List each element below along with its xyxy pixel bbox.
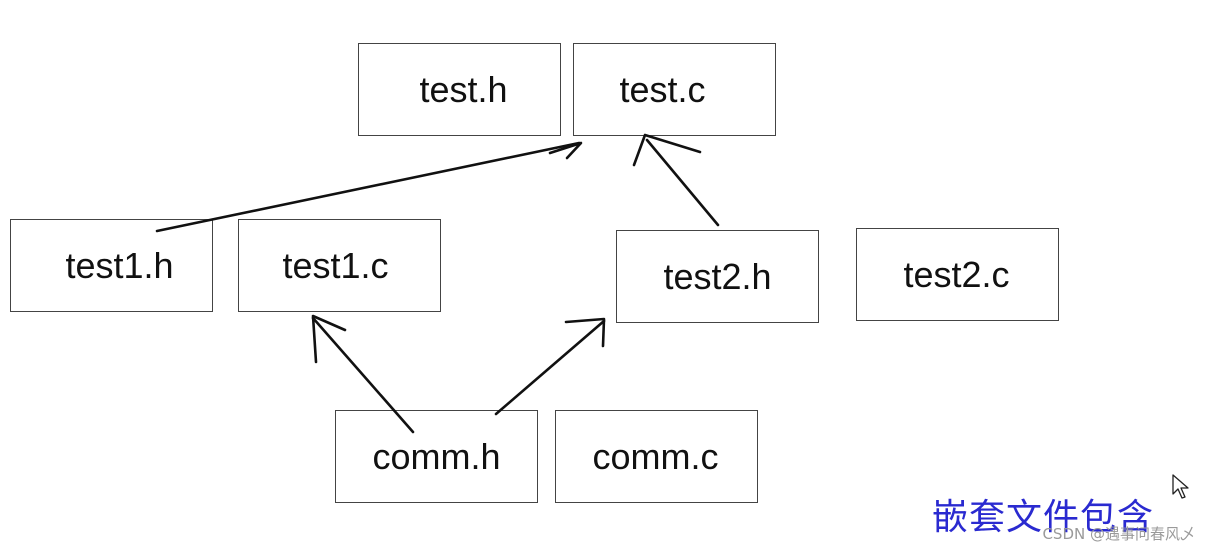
arrowhead-test1h-to-testc — [548, 141, 583, 160]
box-comm-c-label: comm.c — [592, 435, 719, 477]
box-test1-c: test1.c — [238, 219, 441, 312]
arrowhead-commh-to-test2h — [564, 317, 606, 348]
box-test2-h: test2.h — [616, 230, 819, 323]
box-comm-h: comm.h — [335, 410, 538, 503]
arrowhead-test2h-to-testc — [632, 133, 702, 167]
box-test1-c-label: test1.c — [282, 244, 389, 286]
arrow-commh-to-test2h — [494, 319, 606, 416]
arrowhead-commh-to-test1c — [311, 314, 347, 364]
csdn-watermark: CSDN @遇事问春风乄 — [1042, 525, 1195, 543]
box-test1-h-label: test1.h — [65, 244, 174, 286]
box-comm-c: comm.c — [555, 410, 758, 503]
box-comm-h-label: comm.h — [372, 435, 501, 477]
arrow-test1h-to-testc — [155, 141, 581, 233]
box-test-h: test.h — [358, 43, 561, 136]
box-test-c: test.c — [573, 43, 776, 136]
box-test2-c: test2.c — [856, 228, 1059, 321]
box-test2-h-label: test2.h — [663, 255, 772, 297]
arrow-test2h-to-testc — [645, 138, 720, 227]
box-test2-c-label: test2.c — [903, 253, 1010, 295]
box-test-h-label: test.h — [419, 68, 508, 110]
mouse-cursor-icon — [1172, 474, 1189, 499]
box-test-c-label: test.c — [619, 68, 706, 110]
box-test1-h: test1.h — [10, 219, 213, 312]
arrow-commh-to-test1c — [311, 316, 415, 434]
diagram-caption: 嵌套文件包含 — [932, 497, 1155, 538]
